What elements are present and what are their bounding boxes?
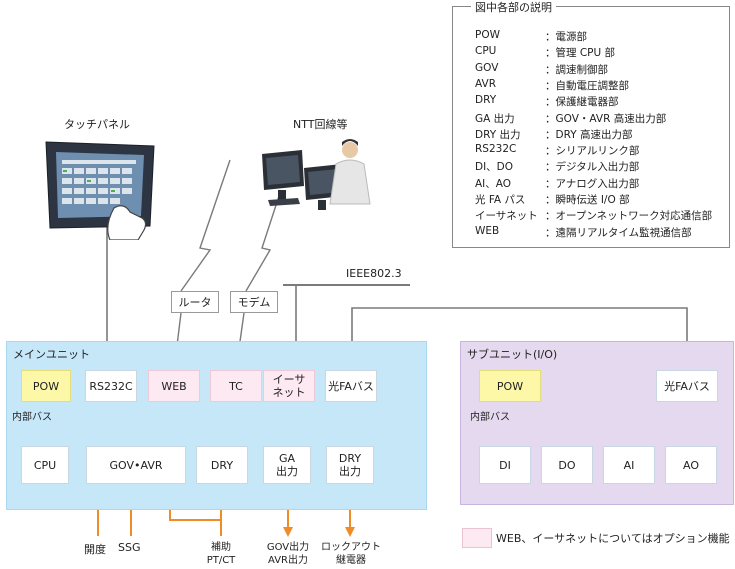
legend-desc: ：オープンネットワーク対応通信部 — [545, 210, 713, 223]
legend-desc: ：シリアルリンク部 — [545, 145, 640, 158]
sub-bus-label: 内部バス — [470, 412, 510, 423]
sub-unit-title: サブユニット(I/O) — [467, 348, 558, 361]
optical-fa-link — [351, 307, 688, 370]
aux-ptct-label: 補助 PT/CT — [206, 542, 236, 566]
legend-key: GOV — [475, 61, 499, 74]
main-optical-fa-bus-box: 光FAバス — [325, 370, 377, 402]
legend-desc: ：DRY 高速出力部 — [545, 128, 633, 141]
legend-key: AI、AO — [475, 177, 512, 190]
legend-key: イーサネット — [475, 210, 538, 223]
option-swatch — [462, 528, 492, 548]
main-rs232c-box: RS232C — [85, 370, 137, 402]
legend-key: DI、DO — [475, 161, 514, 174]
main-ethernet-box: イーサ ネット — [263, 370, 315, 402]
legend-box: 図中各部の説明 POW ：電源部 CPU ：管理 CPU 部 GOV ：調速制御部 AVR ：… — [452, 0, 730, 248]
legend-desc: ：瞬時伝送 I/O 部 — [545, 194, 630, 206]
sub-pow-box: POW — [479, 370, 541, 402]
main-dry-box: DRY — [196, 446, 248, 484]
sub-do-box: DO — [541, 446, 593, 484]
legend-desc: ：調速制御部 — [545, 63, 608, 76]
main-dry-output-box: DRY 出力 — [326, 446, 374, 484]
legend-desc: ：管理 CPU 部 — [545, 47, 616, 60]
sub-di-box: DI — [479, 446, 531, 484]
legend-key: GA 出力 — [475, 112, 515, 125]
modem-box: モデム — [230, 291, 278, 313]
legend-key: DRY — [475, 94, 497, 107]
main-gov-avr-box: GOV•AVR — [86, 446, 186, 484]
ntt-line-label: NTT回線等 — [293, 118, 348, 131]
option-note: WEB、イーサネットについてはオプション機能 — [496, 532, 730, 545]
operator-pc-icon — [258, 138, 373, 220]
legend-key: RS232C — [475, 143, 517, 156]
legend-desc: ：保護継電器部 — [545, 96, 619, 109]
kaido-label: 開度 — [84, 543, 106, 556]
ssg-label: SSG — [118, 541, 141, 554]
sub-optical-fa-bus-box: 光FAバス — [656, 370, 718, 402]
ieee-label: IEEE802.3 — [346, 267, 402, 280]
sub-ai-box: AI — [603, 446, 655, 484]
legend-key: WEB — [475, 224, 500, 237]
touch-panel-icon — [44, 140, 156, 241]
touch-panel-label: タッチパネル — [64, 118, 130, 131]
main-unit-title: メインユニット — [13, 348, 90, 361]
main-ga-output-box: GA 出力 — [263, 446, 311, 484]
main-unit: メインユニット — [6, 341, 427, 510]
legend-key: POW — [475, 29, 500, 41]
legend-key: 光 FA パス — [475, 194, 526, 206]
legend-key: CPU — [475, 45, 497, 58]
router-box: ルータ — [171, 291, 219, 313]
legend-desc: ：自動電圧調整部 — [545, 79, 629, 92]
legend-desc: ：GOV・AVR 高速出力部 — [545, 112, 667, 125]
legend-desc: ：アナログ入出力部 — [545, 177, 640, 190]
legend-desc: ：遠隔リアルタイム監視通信部 — [545, 226, 692, 239]
legend-desc: ：電源部 — [545, 31, 587, 43]
main-tc-box: TC — [210, 370, 262, 402]
modem-zigzag — [245, 195, 280, 292]
router-zigzag — [180, 159, 231, 292]
main-web-box: WEB — [148, 370, 200, 402]
legend-key: DRY 出力 — [475, 128, 521, 141]
legend-title: 図中各部の説明 — [471, 0, 556, 15]
main-cpu-box: CPU — [21, 446, 69, 484]
lockout-relay-label: ロックアウト 継電器 — [321, 542, 381, 566]
gov-avr-output-label: GOV出力 AVR出力 — [266, 542, 310, 566]
legend-desc: ：デジタル入出力部 — [545, 161, 640, 174]
main-bus-label: 内部バス — [12, 412, 52, 423]
sub-ao-box: AO — [665, 446, 717, 484]
main-pow-box: POW — [21, 370, 71, 402]
legend-key: AVR — [475, 77, 496, 90]
